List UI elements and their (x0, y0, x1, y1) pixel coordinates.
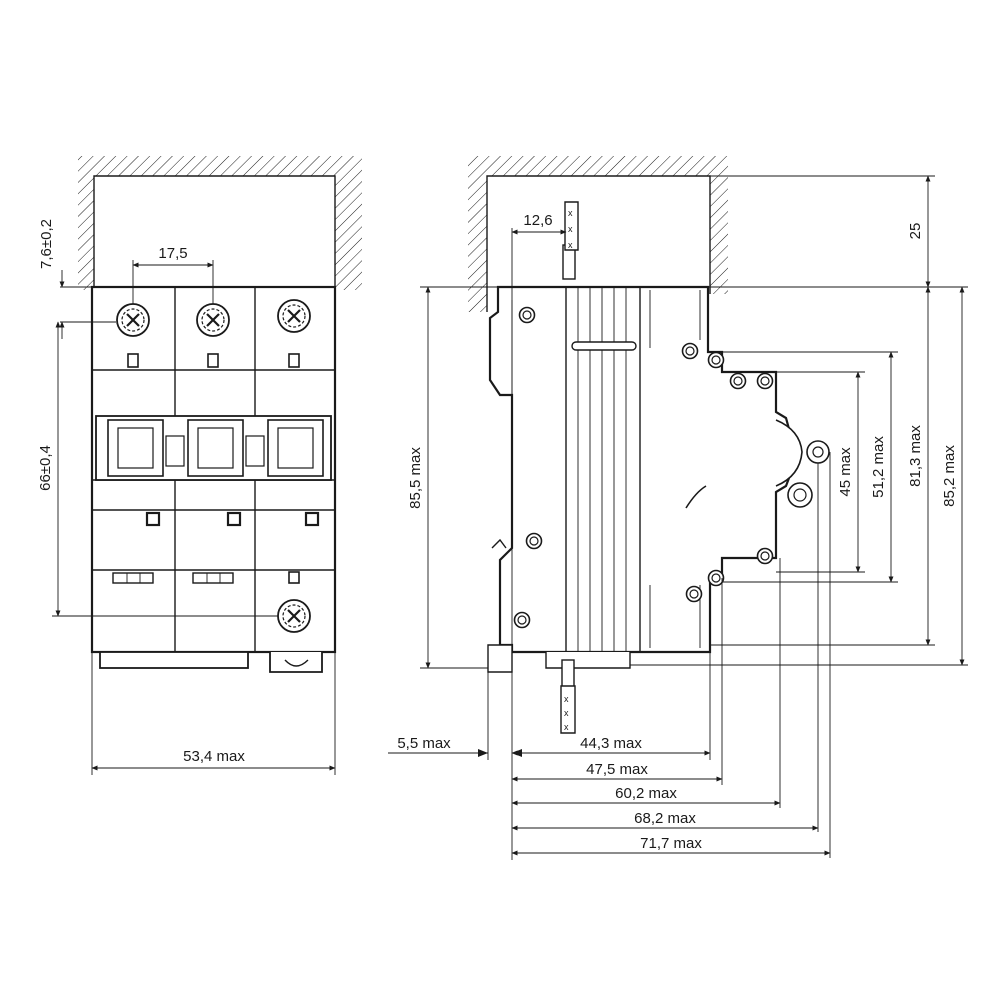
svg-text:x: x (568, 224, 573, 234)
dim-terminal-height-label: 66±0,4 (37, 445, 54, 491)
toggle-lever-icon (95, 415, 332, 481)
front-view: 17,5 7,6±0,2 66±0,4 53,4 max (37, 156, 362, 775)
dim-height-total-label: 85,5 max (407, 447, 424, 509)
dim-5-5-label: 5,5 max (397, 735, 451, 752)
dim-68-2-label: 68,2 max (634, 810, 696, 827)
dim-60-2-label: 60,2 max (615, 785, 677, 802)
side-view: x x x x x x 12,6 25 (388, 156, 968, 860)
front-top-terminals-icon (115, 298, 312, 368)
dim-51-label: 51,2 max (870, 436, 887, 498)
svg-text:x: x (568, 240, 573, 250)
dim-pitch-label: 17,5 (158, 245, 187, 262)
dim-wire-label: 12,6 (523, 212, 552, 229)
dim-clearance-label: 25 (907, 223, 924, 240)
svg-text:x: x (564, 722, 569, 732)
dim-81-label: 81,3 max (907, 425, 924, 487)
dim-85-2-label: 85,2 max (941, 445, 958, 507)
dim-width-label: 53,4 max (183, 748, 245, 765)
front-bottom-screw-icon (276, 598, 312, 634)
svg-text:x: x (564, 708, 569, 718)
svg-text:x: x (568, 208, 573, 218)
din-rail-clip-icon (99, 651, 323, 673)
side-breaker-body (488, 285, 794, 654)
dim-45-label: 45 max (837, 447, 854, 497)
dim-71-7-label: 71,7 max (640, 835, 702, 852)
side-hatch-wall-icon (468, 156, 728, 312)
front-hatch-wall-icon (78, 156, 362, 290)
dim-top-offset-label: 7,6±0,2 (38, 219, 55, 269)
side-toggle-lever-icon (775, 419, 830, 508)
dim-47-5-label: 47,5 max (586, 761, 648, 778)
svg-text:x: x (564, 694, 569, 704)
dim-44-3-label: 44,3 max (580, 735, 642, 752)
wire-end-icon: x x x x x x (560, 201, 579, 734)
